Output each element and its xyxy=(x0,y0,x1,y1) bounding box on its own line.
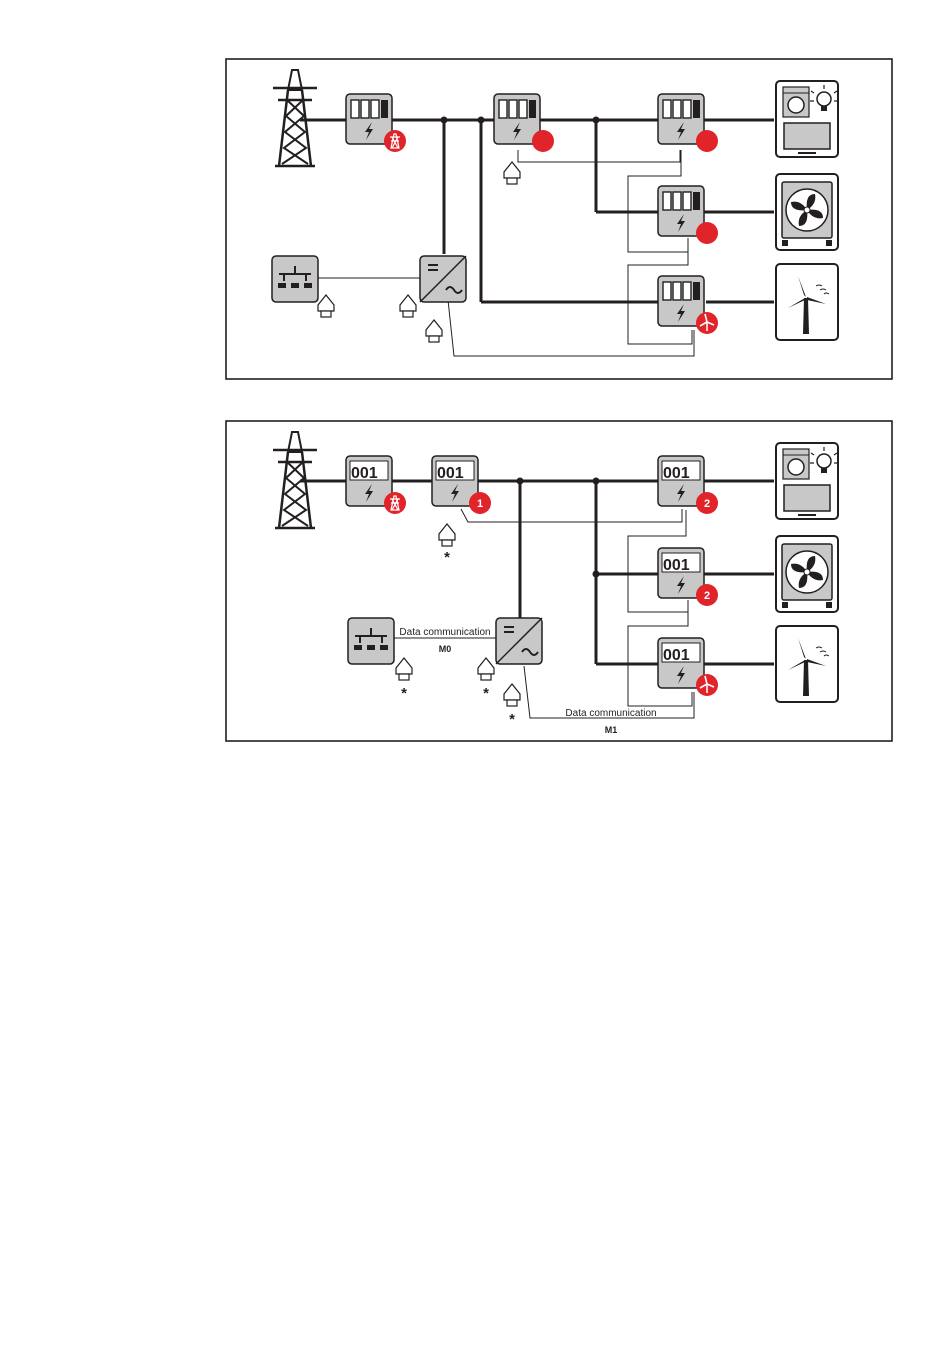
top-data-lines xyxy=(318,150,694,356)
termination-plug-icon xyxy=(318,295,334,317)
termination-plug-icon xyxy=(439,524,455,546)
meter-readout: 001 xyxy=(663,557,690,574)
storage-icon xyxy=(348,618,394,664)
meter-readout: 001 xyxy=(351,465,378,482)
termination-plug-icon xyxy=(396,658,412,680)
badge-label: 1 xyxy=(477,498,483,510)
storage-icon xyxy=(272,256,318,302)
bottom-badge-grid xyxy=(384,492,406,514)
bottom-badge-turbine xyxy=(696,674,718,696)
meter-readout: 001 xyxy=(437,465,464,482)
bus-m1-label: M1 xyxy=(605,725,618,735)
inverter-icon xyxy=(496,618,542,664)
top-badge-3 xyxy=(696,222,718,244)
bottom-badge-3: 2 xyxy=(696,584,718,606)
heat-pump-icon xyxy=(776,536,838,612)
bottom-junctions xyxy=(517,478,600,578)
termination-asterisk: * xyxy=(444,549,450,566)
data-communication-m0-label: Data communication xyxy=(399,627,490,638)
termination-asterisk: * xyxy=(483,685,489,702)
termination-plug-icon xyxy=(426,320,442,342)
termination-plug-icon xyxy=(504,162,520,184)
diagram-top xyxy=(226,59,892,379)
top-badge-turbine xyxy=(696,312,718,334)
data-communication-m1-label: Data communication xyxy=(565,708,656,719)
wind-turbine-icon xyxy=(776,264,838,340)
top-badge-grid xyxy=(384,130,406,152)
grid-pylon-icon xyxy=(273,70,317,166)
termination-plug-icon xyxy=(478,658,494,680)
bus-m0-label: M0 xyxy=(439,644,452,654)
termination-asterisk: * xyxy=(401,685,407,702)
meter-readout: 001 xyxy=(663,465,690,482)
top-badge-1 xyxy=(532,130,554,152)
household-appliances-icon xyxy=(776,443,838,519)
termination-plug-icon xyxy=(504,684,520,706)
wind-turbine-icon xyxy=(776,626,838,702)
heat-pump-icon xyxy=(776,174,838,250)
household-appliances-icon xyxy=(776,81,838,157)
top-badge-2 xyxy=(696,130,718,152)
meter-readout: 001 xyxy=(663,647,690,664)
badge-label: 2 xyxy=(704,590,710,602)
bottom-badge-1: 1 xyxy=(469,492,491,514)
diagram-bottom: 001 001 001 001 001 1 xyxy=(226,421,892,741)
bottom-badge-2: 2 xyxy=(696,492,718,514)
termination-asterisk: * xyxy=(509,711,515,728)
badge-label: 2 xyxy=(704,498,710,510)
termination-plug-icon xyxy=(400,295,416,317)
inverter-icon xyxy=(420,256,466,302)
